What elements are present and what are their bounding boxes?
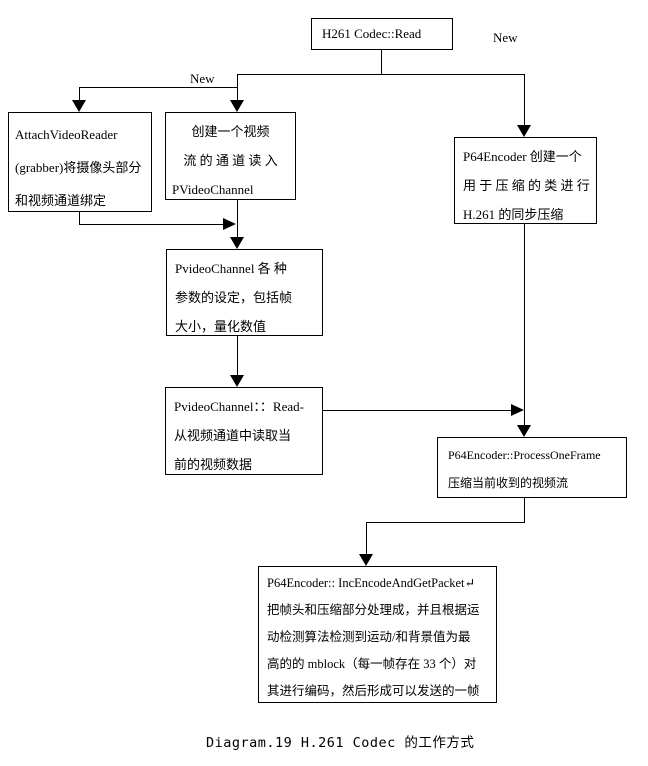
box-text-line: AttachVideoReader: [15, 127, 118, 142]
flow-box-inc-encode-get-packet: P64Encoder:: IncEncodeAndGetPacket↵ 把帧头和…: [258, 566, 497, 703]
flow-box-p64encoder-create: P64Encoder 创建一个 用 于 压 缩 的 类 进 行 H.261 的同…: [454, 137, 597, 224]
box-text-line: 用 于 压 缩 的 类 进 行: [463, 178, 590, 193]
arrow-down-icon: [359, 554, 373, 566]
connector-line: [79, 87, 80, 100]
box-text-line: P64Encoder::ProcessOneFrame: [448, 448, 601, 462]
box-text-line: 创建一个视频: [191, 124, 270, 139]
box-text-line: (grabber)将摄像头部分: [15, 160, 142, 175]
flow-box-pvideochannel-params: PvideoChannel 各 种 参数的设定，包括帧 大小，量化数值: [166, 249, 323, 336]
connector-line: [237, 200, 238, 237]
flow-box-attach-video-reader: AttachVideoReader (grabber)将摄像头部分 和视频通道绑…: [8, 112, 152, 212]
box-text-line: PvideoChannel 各 种: [175, 261, 287, 276]
arrow-right-icon: [223, 218, 236, 230]
flow-box-pvideochannel-read: PvideoChannel：：Read- 从视频通道中读取当 前的视频数据: [165, 387, 323, 475]
arrow-down-icon: [230, 100, 244, 112]
box-text-line: 和视频通道绑定: [15, 193, 107, 208]
box-text-line: 把帧头和压缩部分处理成，并且根据运: [267, 603, 480, 617]
label-new-left: New: [190, 71, 215, 86]
connector-line: [79, 87, 238, 88]
box-text-line: P64Encoder:: IncEncodeAndGetPacket↵: [267, 576, 475, 590]
connector-line: [381, 50, 382, 74]
flow-box-create-video-channel: 创建一个视频 流 的 通 道 读 入 PVideoChannel: [165, 112, 296, 200]
box-text-line: 前的视频数据: [174, 457, 253, 472]
box-text-line: PvideoChannel：：Read-: [174, 399, 304, 414]
box-text-line: 从视频通道中读取当: [174, 428, 292, 443]
label-new-right: New: [493, 30, 518, 45]
connector-line: [366, 522, 367, 554]
box-text-line: 参数的设定，包括帧: [175, 290, 293, 305]
box-text-line: 大小，量化数值: [175, 319, 267, 334]
connector-line: [524, 223, 525, 425]
connector-line: [79, 224, 224, 225]
arrow-down-icon: [230, 375, 244, 387]
box-text-line: H.261 的同步压缩: [463, 207, 564, 222]
box-text-line: 压缩当前收到的视频流: [448, 476, 569, 490]
connector-line: [79, 212, 80, 224]
diagram-caption: Diagram.19 H.261 Codec 的工作方式: [206, 735, 475, 751]
connector-line: [366, 522, 525, 523]
box-text-line: 动检测算法检测到运动/和背景值为最: [267, 630, 471, 644]
arrow-right-icon: [511, 404, 524, 416]
connector-line: [237, 336, 238, 375]
arrow-down-icon: [72, 100, 86, 112]
box-text-line: 高的的 mblock（每一帧存在 33 个）对: [267, 657, 477, 671]
arrow-down-icon: [517, 425, 531, 437]
arrow-down-icon: [230, 237, 244, 249]
box-text-line: 流 的 通 道 读 入: [183, 153, 278, 168]
connector-line: [524, 498, 525, 522]
box-text-line: P64Encoder 创建一个: [463, 149, 582, 164]
arrow-down-icon: [517, 125, 531, 137]
connector-line: [238, 74, 525, 75]
connector-line: [524, 74, 525, 125]
box-text: H261 Codec::Read: [322, 26, 422, 41]
flow-box-process-one-frame: P64Encoder::ProcessOneFrame 压缩当前收到的视频流: [437, 437, 627, 498]
connector-line: [323, 410, 512, 411]
flow-box-h261-codec-read: H261 Codec::Read: [311, 18, 453, 50]
box-text-line: 其进行编码，然后形成可以发送的一帧: [267, 684, 480, 698]
box-text-line: PVideoChannel: [172, 182, 254, 197]
